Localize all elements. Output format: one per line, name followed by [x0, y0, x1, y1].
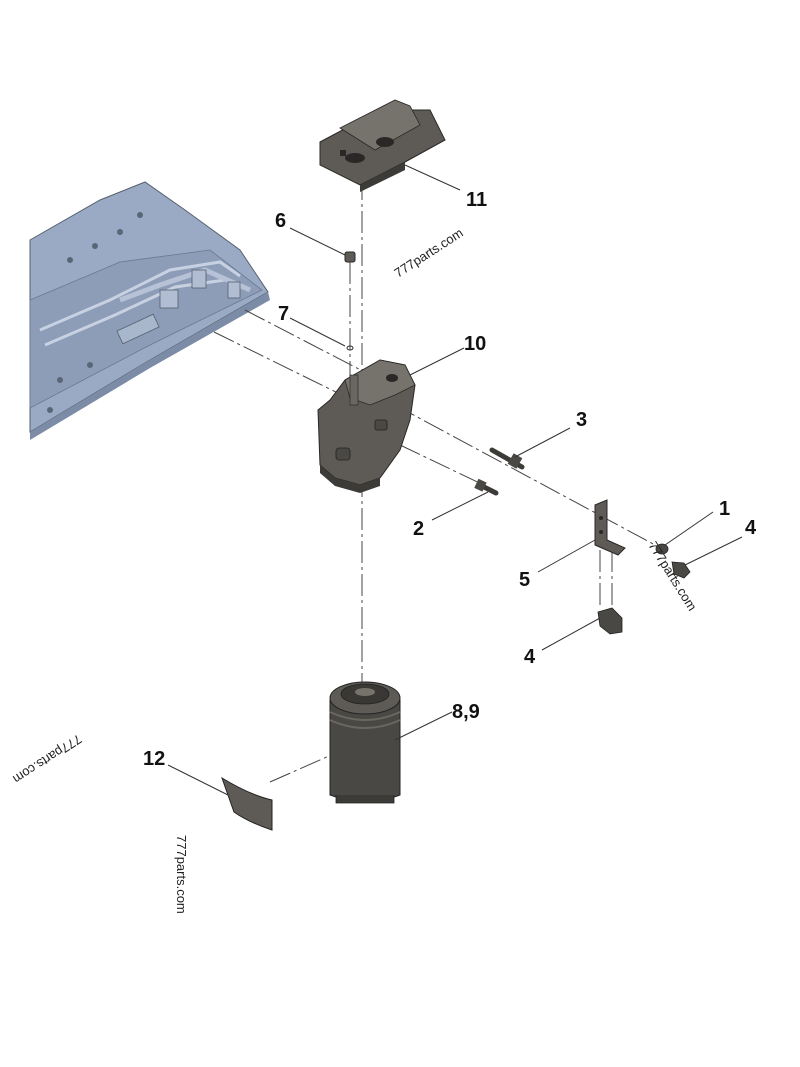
part-1-nut — [655, 543, 669, 555]
callout-6: 6 — [275, 210, 286, 232]
callout-11: 11 — [466, 189, 487, 211]
part-8-9-filter-cartridge — [329, 681, 401, 804]
leader-lines — [167, 164, 743, 796]
callout-2: 2 — [413, 518, 424, 540]
watermark-top: 777parts.com — [391, 225, 465, 280]
part-5-angle-bracket — [594, 499, 626, 556]
watermark-right: 777parts.com — [645, 539, 699, 614]
part-3-stud — [489, 447, 525, 470]
part-10-filter-head — [317, 359, 416, 493]
watermark-bottom: 777parts.com — [174, 835, 189, 914]
callout-12: 12 — [143, 748, 165, 770]
part-7-o-ring — [346, 345, 354, 351]
part-2-bolt — [474, 478, 499, 496]
watermark-left: 777parts.com — [10, 731, 84, 786]
callout-8-9: 8,9 — [452, 701, 480, 723]
callout-3: 3 — [576, 409, 587, 431]
part-12-label-strip — [221, 776, 273, 831]
part-4-clip-lower — [597, 607, 623, 635]
callout-labels: 11 6 7 10 3 1 4 2 5 4 8,9 12 — [143, 189, 757, 770]
part-6-plug — [344, 251, 356, 263]
part-4-clip-right — [671, 561, 691, 579]
centerlines — [213, 178, 656, 783]
callout-4-lower: 4 — [524, 646, 536, 668]
callout-7: 7 — [278, 303, 289, 325]
engine-plate — [29, 181, 270, 440]
callout-5: 5 — [519, 569, 530, 591]
part-11-mounting-bracket — [319, 99, 446, 192]
callout-4-right: 4 — [745, 517, 757, 539]
callout-1: 1 — [719, 498, 730, 520]
callout-10: 10 — [464, 333, 486, 355]
